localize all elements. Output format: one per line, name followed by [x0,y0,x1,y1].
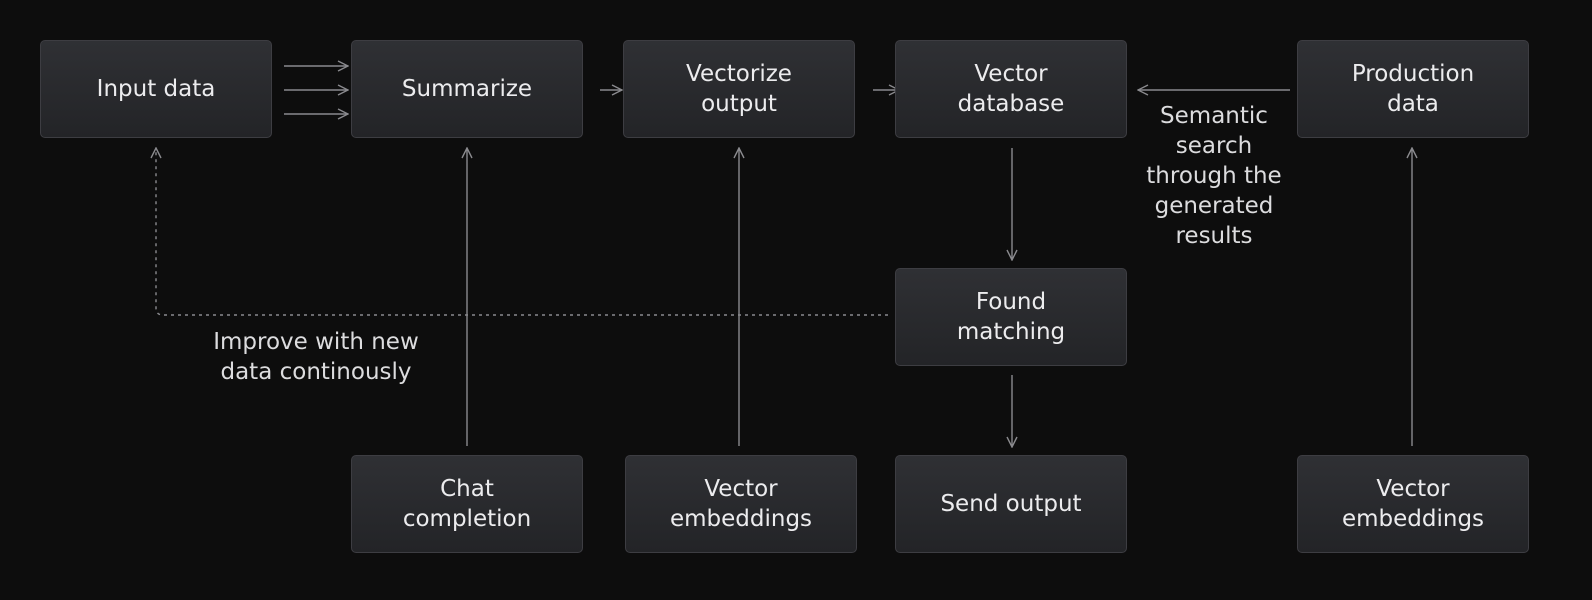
edge-label-improve: Improve with new data continously [213,329,419,385]
edge-label-semantic-search: Semantic search through the generated re… [1146,103,1282,249]
node-summarize: Summarize [351,40,583,138]
node-send-output: Send output [895,455,1127,553]
node-vector-database: Vector database [895,40,1127,138]
node-production-data: Production data [1297,40,1529,138]
node-chat-completion: Chat completion [351,455,583,553]
node-vector-embeddings-right: Vector embeddings [1297,455,1529,553]
node-vector-embeddings-left: Vector embeddings [625,455,857,553]
node-input-data: Input data [40,40,272,138]
arrow-feedback-dotted [156,148,888,316]
node-vectorize-output: Vectorize output [623,40,855,138]
node-found-matching: Found matching [895,268,1127,366]
